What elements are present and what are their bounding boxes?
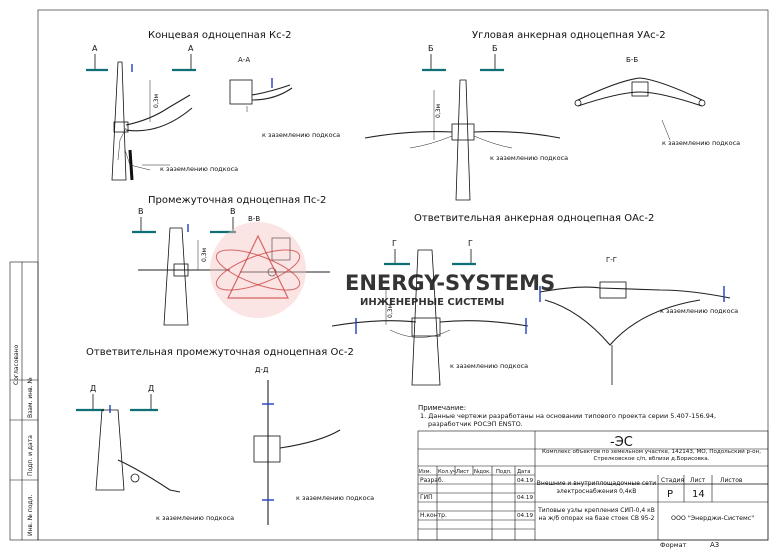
sheet-value: 14 xyxy=(692,489,705,500)
stage-header: Стадия xyxy=(661,477,684,484)
title-block: -ЭС Комплекс объектов по земельном участ… xyxy=(417,430,769,549)
sheet-header: Лист xyxy=(690,477,706,484)
agreed-label: Согласовано xyxy=(13,344,20,385)
sign-date-label: Подп. и дата xyxy=(27,435,34,476)
watermark: ENERGY-SYSTEMS ИНЖЕНЕРНЫЕ СИСТЕМЫ xyxy=(210,222,555,318)
section-aa-label: А-А xyxy=(238,56,250,64)
section-mark-v-left: В xyxy=(138,207,144,216)
section-mark-g-right: Г xyxy=(468,239,473,248)
drawing-kc2: Концевая одноцепная Кс-2 А А 0,3м к зазе… xyxy=(86,30,340,181)
format-label: Формат xyxy=(660,541,687,549)
ground-label-gg: к заземлению подкоса xyxy=(660,307,738,315)
ground-label-oac2: к заземлению подкоса xyxy=(450,362,528,370)
section-mark-d-right: Д xyxy=(148,384,154,393)
left-stamp: Согласовано Взам. инв. № Подп. и дата Ин… xyxy=(9,261,39,541)
ground-label-dd: к заземлению подкоса xyxy=(296,494,374,502)
inv-orig-label: Инв. № подл. xyxy=(27,495,34,536)
note-title: Примечание: xyxy=(418,404,466,412)
role-nkontr: Н.контр. xyxy=(420,512,447,519)
section-mark-a-left: А xyxy=(92,44,98,53)
date-razrab: 04.19 xyxy=(517,478,533,484)
watermark-glow xyxy=(210,222,306,318)
project-box: Комплекс объектов по земельном участке, … xyxy=(542,449,761,462)
section-mark-g-left: Г xyxy=(392,239,397,248)
section-mark-a-right: А xyxy=(188,44,194,53)
section-gg-label: Г-Г xyxy=(606,256,617,264)
drawing-oc2: Ответвительная промежуточная одноцепная … xyxy=(76,347,374,525)
watermark-subtitle: ИНЖЕНЕРНЫЕ СИСТЕМЫ xyxy=(360,297,504,308)
company-name: ООО "Энерджи-Системс" xyxy=(671,515,754,522)
title-pc2: Промежуточная одноцепная Пс-2 xyxy=(148,195,326,206)
drawing-name: Типовые узлы крепления СИП-0,4 кВ на ж/б… xyxy=(538,507,655,522)
dim-oac2: 0,3м xyxy=(387,304,394,318)
doc-code: -ЭС xyxy=(610,435,633,450)
title-kc2: Концевая одноцепная Кс-2 xyxy=(148,30,292,41)
drawing-uac2: Угловая анкерная одноцепная УАс-2 Б Б 0,… xyxy=(364,30,740,201)
ground-label-oc2: к заземлению подкоса xyxy=(156,514,234,522)
ground-label-bb: к заземлению подкоса xyxy=(662,139,740,147)
drawing-box: Типовые узлы крепления СИП-0,4 кВ на ж/б… xyxy=(538,507,655,522)
format-value: А3 xyxy=(710,541,719,549)
drawing-oac2: Ответвительная анкерная одноцепная ОАс-2… xyxy=(331,213,738,386)
date-nkontr: 04.19 xyxy=(517,513,533,519)
note: Примечание: 1. Данные чертежи разработан… xyxy=(418,404,716,428)
section-bb-label: Б-Б xyxy=(626,56,638,64)
date-gip: 04.19 xyxy=(517,495,533,501)
title-uac2: Угловая анкерная одноцепная УАс-2 xyxy=(472,30,666,41)
project-name: Комплекс объектов по земельном участке, … xyxy=(542,449,761,462)
section-mark-v-right: В xyxy=(230,207,236,216)
note-line1: 1. Данные чертежи разработаны на основан… xyxy=(420,412,716,420)
ground-label-kc2: к заземлению подкоса xyxy=(160,165,238,173)
ground-label-uac2: к заземлению подкоса xyxy=(490,154,568,162)
sheets-header: Листов xyxy=(720,477,743,484)
inv-replace-label: Взам. инв. № xyxy=(27,377,34,418)
title-oc2: Ответвительная промежуточная одноцепная … xyxy=(86,347,354,358)
header-data: Дата xyxy=(517,469,530,475)
system-name: Внешние и внутриплощадочные сети электро… xyxy=(536,480,657,495)
header-list: Лист xyxy=(456,469,469,475)
section-dd-label: Д-Д xyxy=(255,366,269,374)
role-gip: ГИП xyxy=(420,494,433,501)
system-box: Внешние и внутриплощадочные сети электро… xyxy=(536,480,657,495)
header-ndoc: №док. xyxy=(474,469,491,475)
section-mark-d-left: Д xyxy=(90,384,96,393)
header-podp: Подп. xyxy=(496,469,512,475)
header-koluch: Кол.уч. xyxy=(438,469,458,475)
dim-pc2: 0,3м xyxy=(201,248,208,262)
role-razrab: Разраб. xyxy=(420,477,444,484)
header-izm: Изм. xyxy=(419,469,432,475)
title-oac2: Ответвительная анкерная одноцепная ОАс-2 xyxy=(414,213,654,224)
watermark-title: ENERGY-SYSTEMS xyxy=(345,271,555,295)
note-line2: разработчик РОСЭП ENSTO. xyxy=(428,420,523,428)
dim-uac2: 0,3м xyxy=(435,104,442,118)
dim-kc2: 0,3м xyxy=(153,94,160,108)
section-mark-b-left: Б xyxy=(428,44,434,53)
section-vv-label: В-В xyxy=(248,215,260,223)
ground-label-aa: к заземлению подкоса xyxy=(262,131,340,139)
stage-value: Р xyxy=(667,489,673,500)
section-mark-b-right: Б xyxy=(492,44,498,53)
